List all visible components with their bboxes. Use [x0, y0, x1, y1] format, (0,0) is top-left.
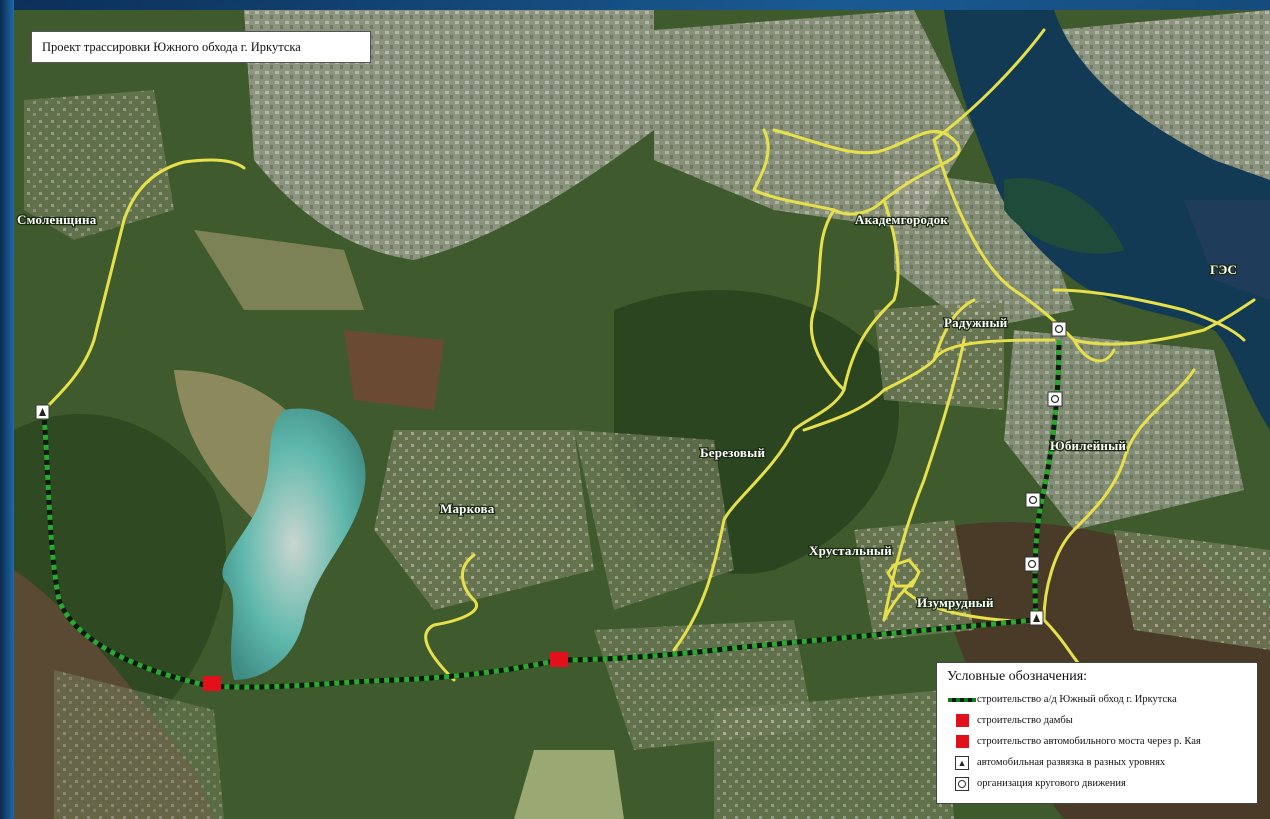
- field-area: [344, 330, 444, 410]
- bridge-marker: [550, 652, 568, 667]
- field-area: [194, 230, 364, 310]
- urban-area: [1054, 10, 1270, 190]
- urban-area: [244, 10, 654, 260]
- roundabout-icon: [1025, 492, 1041, 508]
- map-canvas: Смоленщина Академгородок ГЭС Радужный Бе…: [14, 10, 1270, 819]
- legend-label: строительство дамбы: [977, 715, 1073, 726]
- legend-label: строительство автомобильного моста через…: [977, 736, 1201, 747]
- suburb-area: [374, 430, 594, 610]
- existing-roads: [40, 28, 1256, 682]
- legend-row: строительство а/д Южный обход г. Иркутск…: [947, 689, 1247, 710]
- legend-title: Условные обозначения:: [947, 669, 1088, 684]
- pond: [222, 408, 366, 680]
- legend-row: ▲ автомобильная развязка в разных уровня…: [947, 752, 1247, 773]
- interchange-icon: [35, 404, 50, 420]
- roundabout-icon: [1051, 321, 1067, 337]
- map-svg: Смоленщина Академгородок ГЭС Радужный Бе…: [14, 10, 1270, 819]
- place-label-yubileyny: Юбилейный: [1050, 438, 1126, 453]
- urban-area: [1004, 330, 1244, 530]
- roundabout-icon: [1047, 391, 1063, 407]
- angara-reservoir: [944, 10, 1270, 430]
- river-island: [1004, 178, 1124, 254]
- place-label-izumrudny: Изумрудный: [917, 595, 994, 610]
- place-label-akademgorodok: Академгородок: [855, 212, 948, 227]
- roundabout-icon: [1024, 556, 1040, 572]
- legend-label: организация кругового движения: [977, 778, 1126, 789]
- suburb-area: [714, 690, 954, 819]
- ges-dam-area: [1184, 200, 1270, 300]
- place-label-raduzhny: Радужный: [944, 315, 1008, 330]
- dam-marker: [203, 676, 221, 691]
- legend: Условные обозначения: строительство а/д …: [936, 662, 1258, 804]
- place-label-smolenshchina: Смоленщина: [17, 212, 97, 227]
- map-title: Проект трассировки Южного обхода г. Ирку…: [31, 31, 371, 63]
- legend-row: организация кругового движения: [947, 773, 1247, 794]
- suburb-area: [54, 670, 224, 819]
- ring-road: [886, 558, 921, 588]
- legend-row: строительство дамбы: [947, 710, 1247, 731]
- legend-row: строительство автомобильного моста через…: [947, 731, 1247, 752]
- green-dashed-line-icon: [947, 697, 977, 702]
- slide-left-edge: [0, 0, 14, 819]
- place-label-berezovy: Березовый: [700, 445, 765, 460]
- southern-bypass-route: [41, 412, 1037, 690]
- roundabout-icon: [947, 776, 977, 791]
- suburb-area: [574, 430, 734, 610]
- suburb-area: [1114, 530, 1270, 650]
- field-area: [514, 750, 624, 819]
- legend-label: автомобильная развязка в разных уровнях: [977, 757, 1166, 768]
- yubileyny-connector-route: [1032, 339, 1062, 621]
- place-label-markova: Маркова: [440, 501, 495, 516]
- suburb-area: [24, 90, 174, 240]
- place-label-ges: ГЭС: [1210, 262, 1237, 277]
- interchange-icon: ▲: [947, 755, 977, 770]
- legend-label: строительство а/д Южный обход г. Иркутск…: [977, 694, 1177, 705]
- red-square-icon: [947, 735, 977, 748]
- red-square-icon: [947, 714, 977, 727]
- interchange-icon: [1029, 610, 1044, 626]
- place-label-khrustalny: Хрустальный: [809, 543, 892, 558]
